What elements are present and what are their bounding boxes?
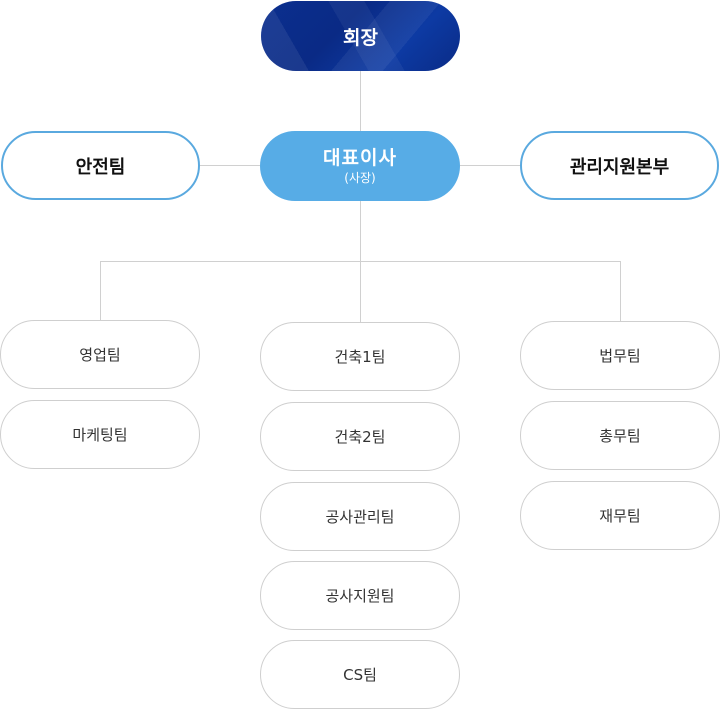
team-label: 건축1팀 [334, 348, 386, 366]
ceo-label: 대표이사 [323, 146, 397, 169]
safety-team-label: 안전팀 [75, 156, 126, 178]
team-node: 마케팅팀 [0, 400, 200, 469]
team-node: CS팀 [260, 640, 460, 709]
team-label: 법무팀 [599, 347, 641, 365]
team-label: 재무팀 [599, 507, 641, 525]
team-node: 공사관리팀 [260, 482, 460, 551]
team-label: CS팀 [343, 666, 377, 684]
ceo-node: 대표이사 (사장) [260, 131, 460, 201]
team-label: 공사관리팀 [325, 508, 395, 526]
team-node: 영업팀 [0, 320, 200, 389]
team-label: 공사지원팀 [325, 587, 395, 605]
team-label: 영업팀 [79, 346, 121, 364]
team-label: 마케팅팀 [72, 426, 128, 444]
admin-support-node: 관리지원본부 [520, 131, 719, 200]
team-node: 법무팀 [520, 321, 720, 390]
team-node: 총무팀 [520, 401, 720, 470]
admin-support-label: 관리지원본부 [569, 156, 670, 178]
chairman-node: 회장 [261, 1, 460, 71]
team-label: 건축2팀 [334, 428, 386, 446]
ceo-sub-label: (사장) [344, 170, 376, 185]
team-node: 건축1팀 [260, 322, 460, 391]
safety-team-node: 안전팀 [1, 131, 200, 200]
team-node: 재무팀 [520, 481, 720, 550]
team-label: 총무팀 [599, 427, 641, 445]
team-node: 공사지원팀 [260, 561, 460, 630]
chairman-label: 회장 [343, 26, 378, 49]
team-node: 건축2팀 [260, 402, 460, 471]
